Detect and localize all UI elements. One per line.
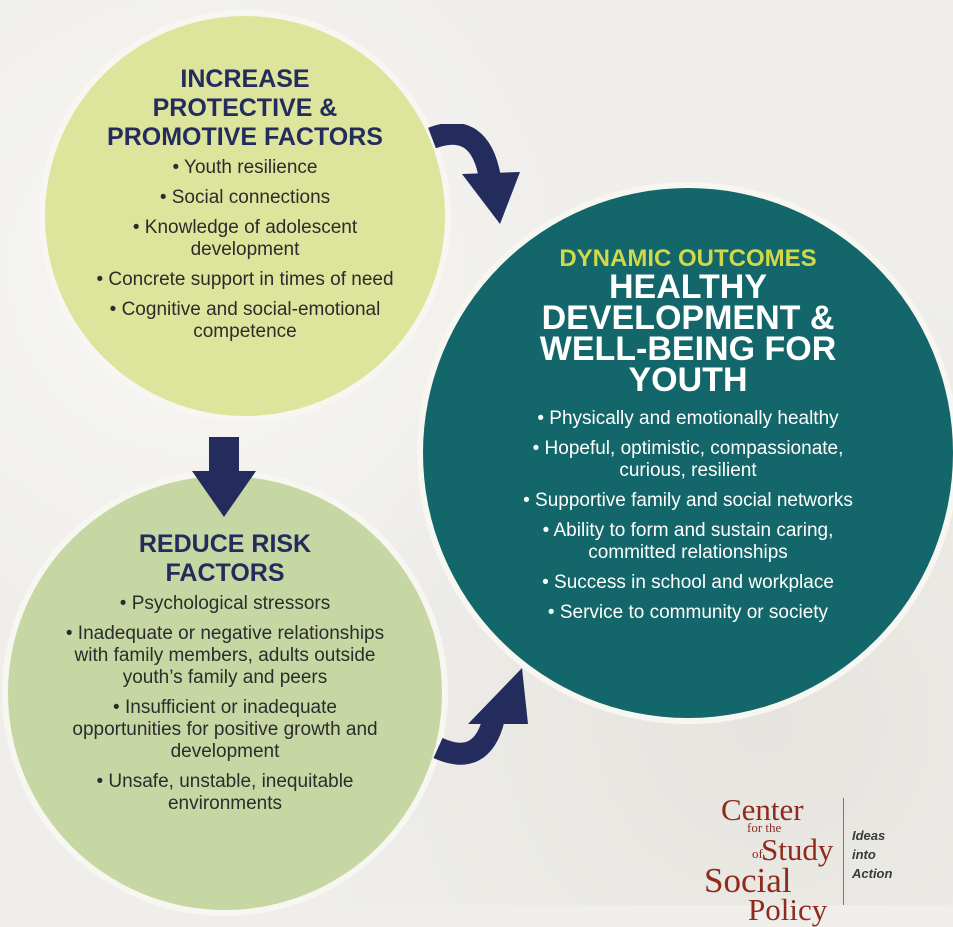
logo-word-of: of: [752, 846, 763, 861]
outcomes-heading-line: HEALTHY: [608, 268, 768, 306]
outcomes-heading-line: DEVELOPMENT &: [541, 299, 835, 337]
protective-heading-line: INCREASE: [180, 65, 310, 93]
logo-tagline: Ideas into Action: [852, 826, 892, 883]
protective-heading-line: PROTECTIVE &: [152, 94, 338, 122]
curved-arrow-icon: [428, 124, 520, 224]
outcomes-bullet: • Physically and emotionally healthy: [537, 408, 839, 429]
protective-bullet: • Cognitive and social-emotional compete…: [109, 299, 381, 342]
protective-bullet: • Concrete support in times of need: [96, 269, 394, 290]
risk-bullet: • Unsafe, unstable, inequitable environm…: [96, 771, 354, 814]
curved-arrow-icon: [433, 668, 528, 765]
tagline-line: Ideas: [852, 828, 886, 843]
risk-bullet: • Insufficient or inadequate opportuniti…: [72, 697, 378, 762]
outcomes-bullet: • Ability to form and sustain caring, co…: [542, 520, 834, 563]
outcomes-content: DYNAMIC OUTCOMES HEALTHY DEVELOPMENT & W…: [423, 245, 953, 632]
risk-bullet: • Inadequate or negative relationships w…: [65, 623, 385, 688]
outcomes-bullet: • Supportive family and social networks: [523, 490, 853, 511]
outcomes-bullet: • Service to community or society: [547, 602, 829, 623]
protective-bullet: • Knowledge of adolescent development: [132, 217, 358, 260]
protective-bullet: • Youth resilience: [172, 157, 318, 178]
logo-divider: [843, 798, 844, 905]
logo-word-social: Social: [704, 861, 792, 900]
down-arrow-icon: [192, 437, 256, 517]
protective-heading-line: PROMOTIVE FACTORS: [107, 123, 383, 151]
protective-factors-circle: INCREASE PROTECTIVE & PROMOTIVE FACTORS …: [45, 16, 445, 416]
risk-factors-content: REDUCE RISK FACTORS • Psychological stre…: [8, 530, 442, 823]
risk-bullet: • Psychological stressors: [119, 593, 331, 614]
risk-heading-line: FACTORS: [165, 559, 285, 587]
tagline-line: into: [852, 847, 876, 862]
outcomes-heading-line: YOUTH: [628, 361, 748, 399]
tagline-line: Action: [852, 866, 893, 881]
outcomes-heading-line: WELL-BEING FOR: [539, 330, 837, 368]
protective-factors-content: INCREASE PROTECTIVE & PROMOTIVE FACTORS …: [45, 65, 445, 351]
outcomes-subheading: DYNAMIC OUTCOMES: [559, 245, 817, 272]
outcomes-bullet: • Success in school and workplace: [542, 572, 834, 593]
protective-bullet: • Social connections: [159, 187, 331, 208]
risk-heading-line: REDUCE RISK: [138, 530, 312, 558]
risk-factors-circle: REDUCE RISK FACTORS • Psychological stre…: [8, 476, 442, 910]
logo-word-for-the: for the: [747, 820, 782, 835]
outcomes-bullet: • Hopeful, optimistic, compassionate, cu…: [532, 438, 844, 481]
outcomes-circle: DYNAMIC OUTCOMES HEALTHY DEVELOPMENT & W…: [423, 188, 953, 718]
logo-word-center: Center: [721, 792, 804, 827]
logo-word-policy: Policy: [748, 892, 828, 927]
center-for-study-of-social-policy-logo: Center for the of Study Social Policy Id…: [700, 792, 920, 926]
logo-word-study: Study: [761, 832, 834, 867]
